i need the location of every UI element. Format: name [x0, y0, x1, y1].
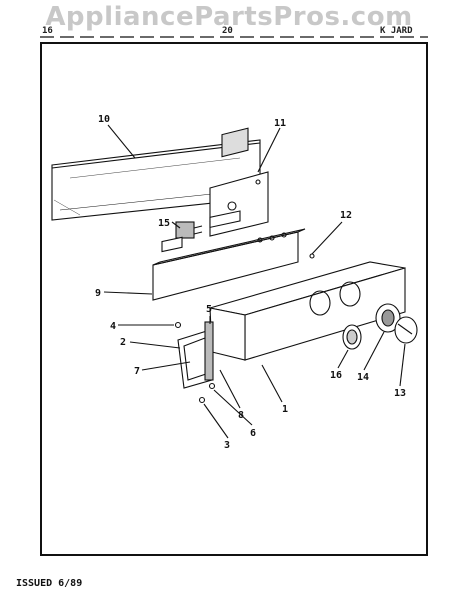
part-9-control-panel — [152, 210, 306, 301]
callout-7: 7 — [134, 366, 140, 377]
part-14-knob — [375, 303, 401, 333]
part-1-console-housing — [209, 261, 406, 361]
watermark-text: AppliancePartsPros.com — [45, 2, 413, 32]
part-13-dial — [394, 316, 418, 344]
part-2-end-cap — [177, 329, 213, 389]
callout-4: 4 — [110, 321, 116, 332]
callout-8: 8 — [238, 410, 244, 421]
issued-date: ISSUED 6/89 — [16, 578, 83, 589]
callout-16: 16 — [330, 370, 342, 381]
callout-14: 14 — [357, 372, 369, 383]
header-left: 16 — [42, 26, 53, 36]
callout-5: 5 — [206, 304, 212, 315]
part-5-rod — [204, 321, 214, 381]
header-rule — [40, 36, 428, 38]
callout-10: 10 — [98, 114, 110, 125]
part-4-screw — [174, 321, 182, 329]
diagram-frame — [40, 42, 428, 556]
callout-11: 11 — [274, 118, 286, 129]
part-12-screw — [309, 253, 315, 259]
part-16-knob — [342, 324, 362, 350]
part-15-switch — [175, 221, 203, 239]
header-center: 20 — [222, 26, 233, 36]
callout-13: 13 — [394, 388, 406, 399]
part-3-screw — [198, 396, 206, 404]
part-6-screw — [208, 382, 216, 390]
callout-2: 2 — [120, 337, 126, 348]
callout-3: 3 — [224, 440, 230, 451]
header-right: K JARD — [380, 26, 413, 36]
callout-1: 1 — [282, 404, 288, 415]
part-10-back-panel — [51, 139, 261, 221]
callout-6: 6 — [250, 428, 256, 439]
callout-9: 9 — [95, 288, 101, 299]
callout-15: 15 — [158, 218, 170, 229]
callout-12: 12 — [340, 210, 352, 221]
